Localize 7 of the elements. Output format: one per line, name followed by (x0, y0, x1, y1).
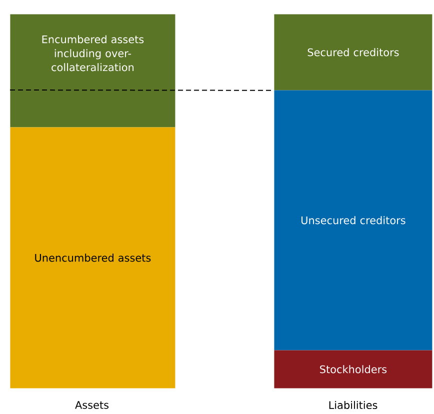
block: Unencumbered assets (10, 127, 176, 388)
block: Stockholders (274, 350, 432, 388)
block: Unsecured creditors (274, 90, 432, 350)
axis-label: Liabilities (329, 400, 378, 410)
block: Encumbered assets including over-collateralization (10, 14, 176, 128)
axis-label: Assets (75, 401, 108, 409)
block: Secured creditors (274, 14, 432, 90)
